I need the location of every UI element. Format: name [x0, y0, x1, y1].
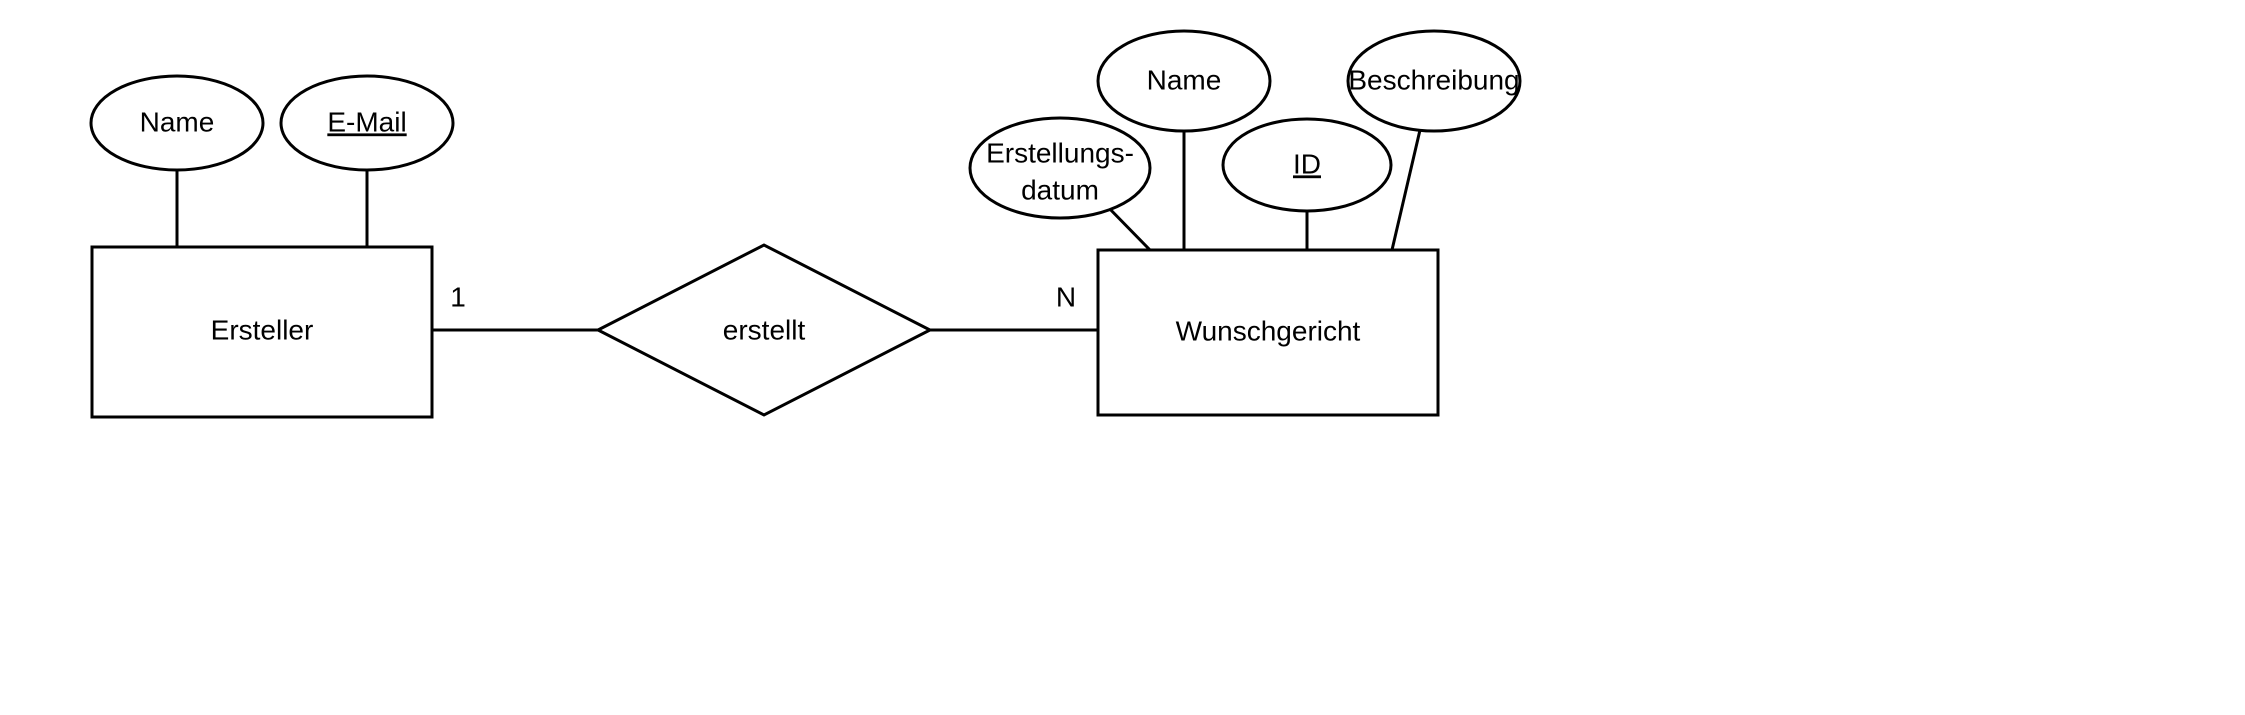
- entity-ersteller[interactable]: Ersteller: [90, 245, 434, 419]
- attribute-wunschgericht-name-ellipse[interactable]: [1096, 29, 1272, 133]
- relationship-erstellt-label: erstellt: [723, 314, 806, 345]
- attribute-wunschgericht-id-ellipse[interactable]: [1221, 117, 1393, 213]
- attribute-ersteller-name-ellipse[interactable]: [89, 74, 265, 172]
- attribute-wunschgericht-erstellungsdatum-label-line2: datum: [1021, 174, 1099, 205]
- attribute-wunschgericht-erstellungsdatum[interactable]: Erstellungs- datum: [968, 116, 1152, 220]
- attribute-wunschgericht-beschreibung[interactable]: Beschreibung: [1346, 29, 1522, 133]
- entity-wunschgericht-box[interactable]: [1096, 248, 1440, 417]
- attribute-wunschgericht-name[interactable]: Name: [1096, 29, 1272, 133]
- attribute-wunschgericht-beschreibung-label: Beschreibung: [1348, 64, 1519, 95]
- attribute-wunschgericht-beschreibung-ellipse[interactable]: [1346, 29, 1522, 133]
- entity-ersteller-box[interactable]: [90, 245, 434, 419]
- attribute-wunschgericht-id-label: ID: [1293, 148, 1321, 179]
- attribute-ersteller-email-ellipse[interactable]: [279, 74, 455, 172]
- attribute-wunschgericht-erstellungsdatum-label-line1: Erstellungs-: [986, 137, 1134, 168]
- attribute-wunschgericht-erstellungsdatum-ellipse[interactable]: [968, 116, 1152, 220]
- attribute-connectors: [175, 129, 1422, 252]
- entity-wunschgericht[interactable]: Wunschgericht: [1096, 248, 1440, 417]
- attribute-ersteller-name[interactable]: Name: [89, 74, 265, 172]
- cardinality-label-n: N: [1056, 281, 1076, 312]
- attribute-ersteller-name-label: Name: [140, 106, 215, 137]
- cardinality-label-one: 1: [450, 281, 466, 312]
- attribute-ersteller-email-label: E-Mail: [327, 106, 406, 137]
- attribute-ersteller-email[interactable]: E-Mail: [279, 74, 455, 172]
- relationship-erstellt-diamond[interactable]: [594, 243, 934, 417]
- attribute-wunschgericht-name-label: Name: [1147, 64, 1222, 95]
- entity-wunschgericht-label: Wunschgericht: [1176, 315, 1361, 346]
- connector-wunschgericht-beschreibung: [1390, 129, 1422, 251]
- relationship-erstellt[interactable]: erstellt: [594, 243, 934, 417]
- entity-ersteller-label: Ersteller: [211, 314, 314, 345]
- attribute-wunschgericht-id[interactable]: ID: [1221, 117, 1393, 213]
- connector-wunschgericht-erstellungsdatum: [1102, 201, 1152, 252]
